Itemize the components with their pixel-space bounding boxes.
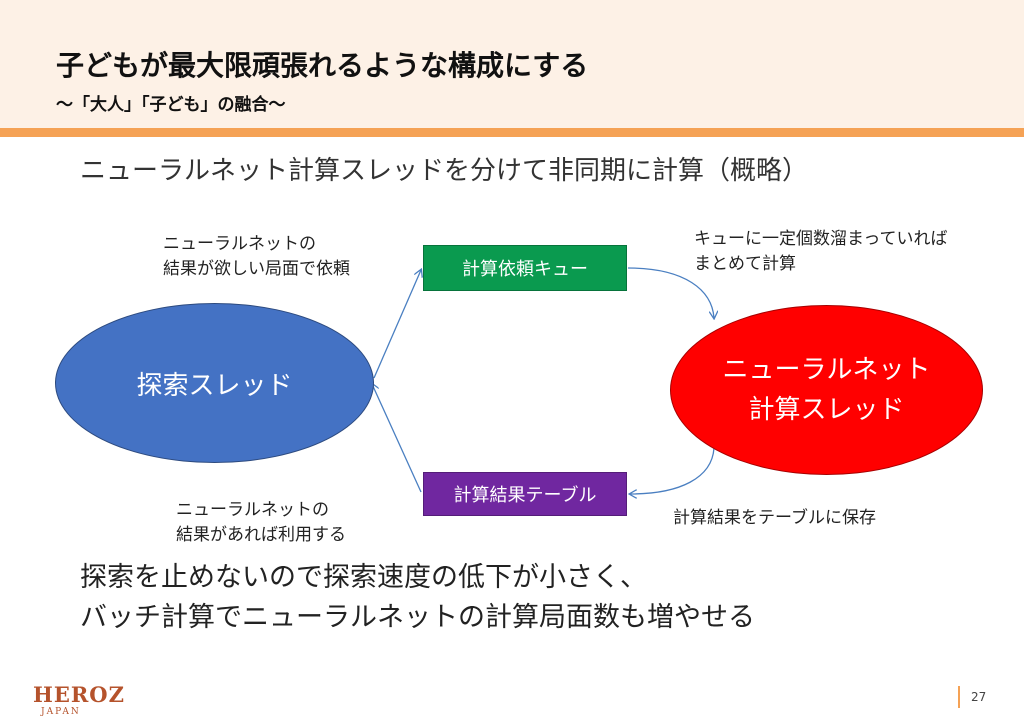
note-use-line1: ニューラルネットの — [176, 500, 329, 520]
conclusion: 探索を止めないので探索速度の低下が小さく、 バッチ計算でニューラルネットの計算局… — [80, 558, 755, 638]
note-batch-line1: キューに一定個数溜まっていれば — [694, 229, 948, 249]
page-number-divider — [958, 686, 960, 708]
arrow-queue-to-nn — [627, 267, 714, 318]
header-accent-bar — [0, 128, 1024, 137]
page-number: 27 — [971, 690, 987, 704]
conclusion-line1: 探索を止めないので探索速度の低下が小さく、 — [80, 562, 647, 593]
queue-box: 計算依頼キュー — [423, 245, 627, 291]
note-batch: キューに一定個数溜まっていれば まとめて計算 — [694, 227, 947, 277]
header-band — [0, 0, 1024, 128]
note-batch-line2: まとめて計算 — [694, 254, 796, 274]
note-request: ニューラルネットの 結果が欲しい局面で依頼 — [163, 232, 350, 282]
slide-subtitle: 〜「大人」「子ども」の融合〜 — [56, 95, 286, 115]
arrow-search-to-queue — [373, 270, 421, 379]
conclusion-line2: バッチ計算でニューラルネットの計算局面数も増やせる — [80, 602, 755, 633]
heroz-logo-subtext: JAPAN — [41, 707, 81, 717]
result-table-box: 計算結果テーブル — [423, 472, 627, 516]
section-heading: ニューラルネット計算スレッドを分けて非同期に計算（概略） — [80, 156, 809, 186]
heroz-logo: HEROZ — [33, 682, 125, 707]
note-request-line1: ニューラルネットの — [163, 234, 316, 254]
slide-title: 子どもが最大限頑張れるような構成にする — [56, 49, 589, 82]
nn-thread-label-line2: 計算スレッド — [748, 395, 905, 425]
nn-thread-node: ニューラルネット 計算スレッド — [670, 305, 983, 475]
search-thread-label: 探索スレッド — [136, 370, 293, 401]
arrow-table-to-search — [372, 384, 422, 493]
note-use-line2: 結果があれば利用する — [176, 525, 346, 545]
note-request-line2: 結果が欲しい局面で依頼 — [163, 259, 350, 279]
arrow-nn-to-table — [630, 447, 715, 494]
search-thread-node: 探索スレッド — [55, 303, 374, 463]
nn-thread-label-line1: ニューラルネット — [722, 355, 931, 385]
note-save: 計算結果をテーブルに保存 — [673, 508, 876, 528]
note-use: ニューラルネットの 結果があれば利用する — [176, 498, 346, 548]
